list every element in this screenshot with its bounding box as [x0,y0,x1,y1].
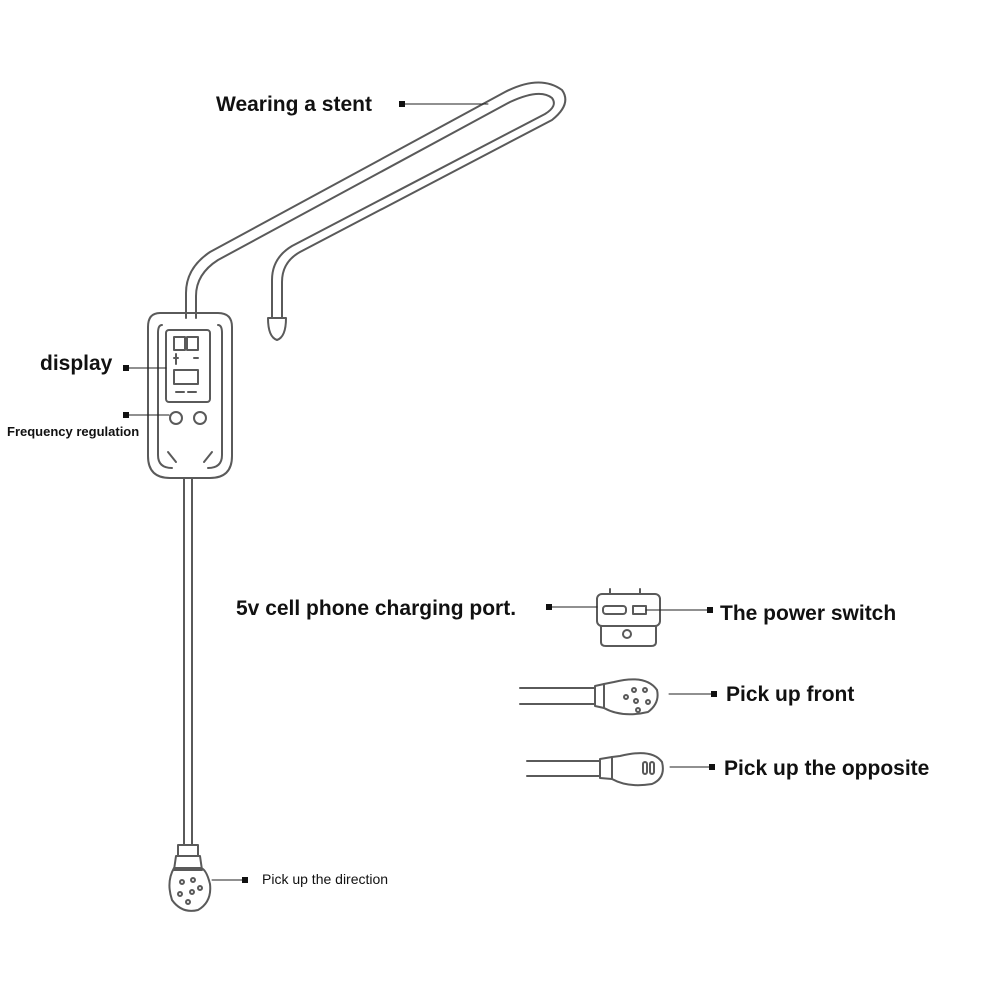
label-frequency-regulation: Frequency regulation [7,424,140,439]
frequency-button-left [169,411,183,425]
pick-opposite-probe [526,752,664,787]
dot-power-switch [707,607,713,613]
dot-pick-direction [242,877,248,883]
ear-hook-stent [185,81,567,341]
dot-pick-opposite [709,764,715,770]
label-charging-port: 5v cell phone charging port. [236,597,517,620]
usb-port [602,605,627,615]
display-screen [165,329,211,403]
label-pick-up-front: Pick up front [726,683,855,706]
power-switch-slot [632,605,647,615]
dot-wearing-stent [399,101,405,107]
bottom-probe [168,844,212,912]
main-cable [183,477,193,846]
label-pick-up-direction: Pick up the direction [262,871,389,887]
display-digit-1 [173,336,186,351]
label-display: display [40,352,113,375]
label-power-switch: The power switch [720,602,897,625]
leader-dots [123,101,717,883]
display-digit-2 [186,336,199,351]
label-pick-up-opposite: Pick up the opposite [724,757,930,780]
display-digit-3 [173,369,199,385]
label-wearing-stent: Wearing a stent [216,93,372,116]
main-body [147,312,233,479]
pick-front-probe [519,678,659,716]
dot-pick-front [711,691,717,697]
dot-display [123,365,129,371]
dot-frequency [123,412,129,418]
power-unit [596,588,661,647]
leader-lines [126,103,715,881]
frequency-button-right [193,411,207,425]
dot-charging-port [546,604,552,610]
stent-tip [267,317,287,341]
